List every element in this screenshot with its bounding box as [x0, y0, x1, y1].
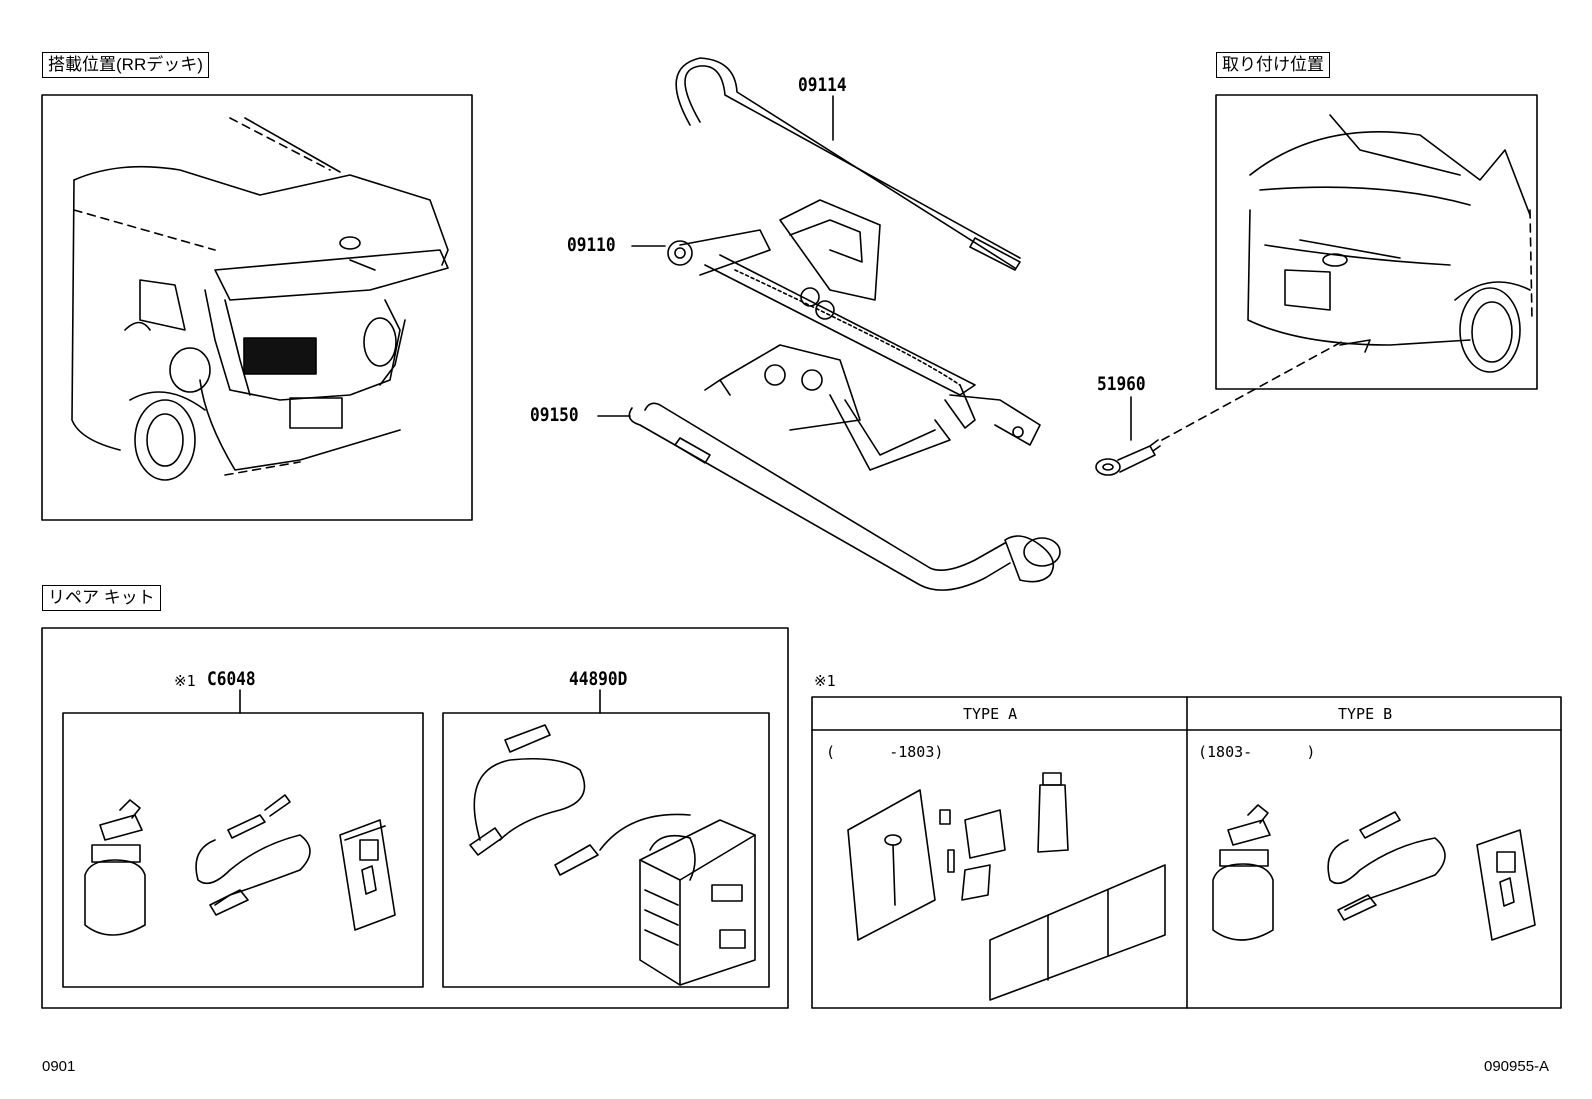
type-a-range: ( -1803)	[826, 743, 944, 761]
install-position-frame	[1216, 95, 1537, 389]
c6048-inner-frame	[63, 713, 423, 987]
44890d-kit-illustration	[470, 690, 755, 985]
mounting-position-title: 搭載位置(RRデッキ)	[42, 52, 209, 78]
part-number-09110[interactable]: 09110	[567, 234, 616, 256]
rear-car-illustration	[72, 118, 448, 480]
part-number-c6048[interactable]: C6048	[207, 668, 256, 690]
type-table-note-mark: ※1	[814, 672, 836, 690]
install-position-title: 取り付け位置	[1216, 52, 1330, 78]
footer-left-code: 0901	[42, 1058, 76, 1075]
type-b-header: TYPE B	[1338, 705, 1393, 723]
type-a-header: TYPE A	[963, 705, 1018, 723]
type-a-kit-illustration	[848, 773, 1165, 1000]
c6048-kit-illustration	[85, 690, 395, 935]
front-car-illustration	[1248, 115, 1532, 372]
mounting-position-frame	[42, 95, 472, 520]
footer-right-code: 090955-A	[1484, 1058, 1550, 1075]
part-number-51960[interactable]: 51960	[1097, 373, 1146, 395]
towing-hook-51960	[1096, 340, 1345, 475]
part-number-09150[interactable]: 09150	[530, 404, 579, 426]
44890d-inner-frame	[443, 713, 769, 987]
type-b-kit-illustration	[1213, 805, 1535, 940]
jack-handle-09114	[676, 58, 1020, 270]
scissor-jack-09110	[632, 200, 1040, 470]
lug-wrench-09150	[598, 403, 1060, 590]
type-b-range: (1803- )	[1198, 743, 1316, 761]
part-number-09114[interactable]: 09114	[798, 74, 847, 96]
repair-kit-frame	[42, 628, 788, 1008]
repair-kit-title: リペア キット	[42, 585, 161, 611]
note-mark-c6048: ※1	[174, 672, 196, 690]
part-number-44890d[interactable]: 44890D	[569, 668, 628, 690]
